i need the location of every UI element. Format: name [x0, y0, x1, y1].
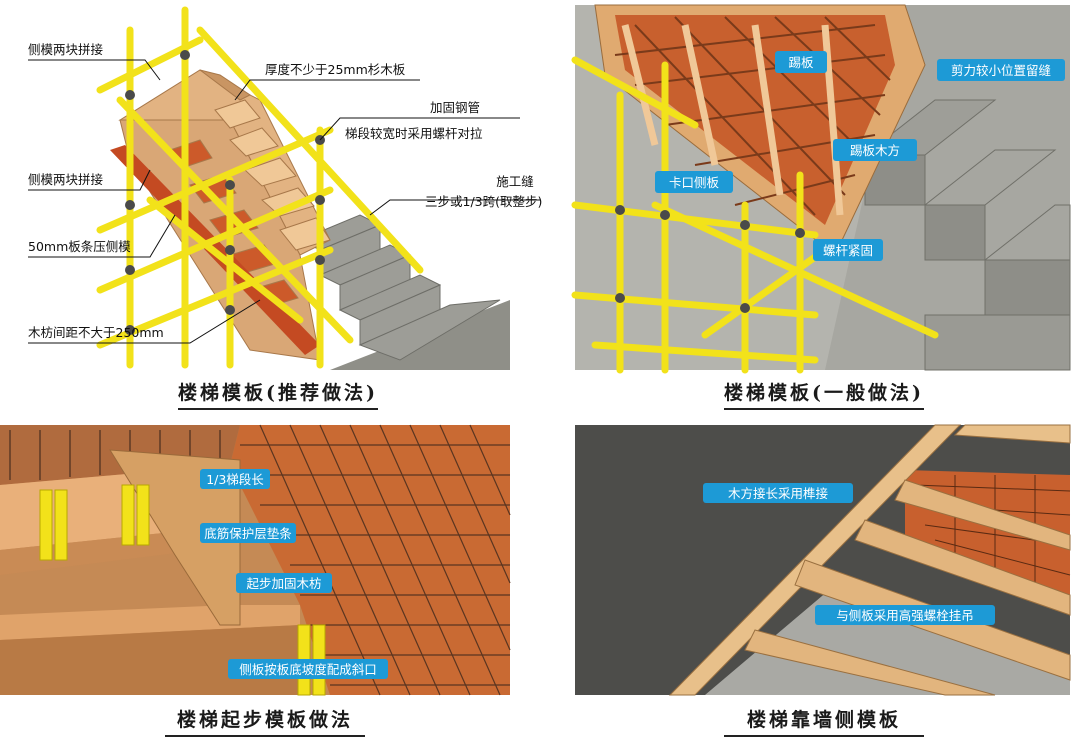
- tag-bolt-hanging: 与侧板采用高强螺栓挂吊: [815, 605, 995, 625]
- caption-wall-side: 楼梯靠墙侧模板: [724, 705, 924, 737]
- tag-riser: 踢板: [775, 51, 827, 73]
- general-illustration: 踢板 剪力较小位置留缝 踢板木方 卡口侧板 螺杆紧固: [571, 4, 1071, 374]
- panel-general: 踢板 剪力较小位置留缝 踢板木方 卡口侧板 螺杆紧固: [571, 4, 1071, 374]
- svg-text:底筋保护层垫条: 底筋保护层垫条: [204, 526, 292, 541]
- svg-text:木方接长采用榫接: 木方接长采用榫接: [728, 486, 829, 501]
- scaffold-tubes: [96, 6, 424, 369]
- scaffold-tubes: [571, 56, 939, 374]
- tag-tenon-joint: 木方接长采用榫接: [703, 483, 853, 503]
- caption-general: 楼梯模板(一般做法): [724, 378, 924, 410]
- concrete-bed: [705, 585, 1070, 695]
- tag-notched-side-board: 卡口侧板: [655, 171, 733, 193]
- svg-text:踢板: 踢板: [788, 55, 814, 70]
- tag-third-length: 1/3梯段长: [200, 469, 270, 489]
- callout-board-thickness: 厚度不少于25mm杉木板: [265, 62, 406, 77]
- callout-construction-joint: 施工缝: [496, 174, 534, 189]
- callout-tie-bolt: 梯段较宽时采用螺杆对拉: [345, 126, 483, 141]
- callout-timber-spacing: 木枋间距不大于250mm: [28, 325, 164, 340]
- concrete-steps: [863, 99, 1071, 371]
- callout-side-form-joint-2: 侧模两块拼接: [28, 172, 104, 187]
- svg-text:剪力较小位置留缝: 剪力较小位置留缝: [951, 63, 1051, 78]
- svg-text:1/3梯段长: 1/3梯段长: [206, 472, 264, 487]
- callout-steel-tube: 加固钢管: [430, 100, 480, 115]
- panel-wall-side: 木方接长采用榫接 与侧板采用高强螺栓挂吊: [575, 424, 1071, 696]
- callout-side-form-joint-1: 侧模两块拼接: [28, 42, 104, 57]
- scaffold-clamps: [615, 205, 805, 313]
- panel-recommended: 侧模两块拼接 厚度不少于25mm杉木板 加固钢管 梯段较宽时采用螺杆对拉 侧模两…: [0, 0, 542, 370]
- rebar-mesh: [240, 424, 511, 696]
- callout-strip: 50mm板条压侧模: [28, 239, 131, 254]
- callout-joint-position: 三步或1/3跨(取整步): [425, 194, 542, 209]
- recommended-illustration: 侧模两块拼接 厚度不少于25mm杉木板 加固钢管 梯段较宽时采用螺杆对拉 侧模两…: [0, 0, 542, 370]
- tag-gap: 剪力较小位置留缝: [937, 59, 1065, 81]
- tag-cover-strip: 底筋保护层垫条: [200, 523, 296, 543]
- tag-riser-timber: 踢板木方: [833, 139, 917, 161]
- caption-recommended: 楼梯模板(推荐做法): [178, 378, 378, 410]
- start-step-illustration: 1/3梯段长 底筋保护层垫条 起步加固木枋 侧板按板底坡度配成斜口: [0, 424, 511, 696]
- caption-start-step: 楼梯起步模板做法: [165, 705, 365, 737]
- svg-text:螺杆紧固: 螺杆紧固: [823, 243, 873, 258]
- tag-start-timber: 起步加固木枋: [236, 573, 332, 593]
- svg-text:与侧板采用高强螺栓挂吊: 与侧板采用高强螺栓挂吊: [836, 608, 974, 623]
- svg-text:侧板按板底坡度配成斜口: 侧板按板底坡度配成斜口: [239, 662, 377, 677]
- svg-text:踢板木方: 踢板木方: [850, 143, 900, 158]
- svg-text:起步加固木枋: 起步加固木枋: [246, 576, 321, 591]
- tag-bolt-tightening: 螺杆紧固: [813, 239, 883, 261]
- tag-bevel-cut: 侧板按板底坡度配成斜口: [228, 659, 388, 679]
- callout-lines: [28, 59, 540, 344]
- wall-side-illustration: 木方接长采用榫接 与侧板采用高强螺栓挂吊: [575, 424, 1071, 696]
- scaffold-clamps: [125, 50, 325, 335]
- svg-text:卡口侧板: 卡口侧板: [669, 175, 720, 190]
- panel-start-step: 1/3梯段长 底筋保护层垫条 起步加固木枋 侧板按板底坡度配成斜口: [0, 424, 511, 696]
